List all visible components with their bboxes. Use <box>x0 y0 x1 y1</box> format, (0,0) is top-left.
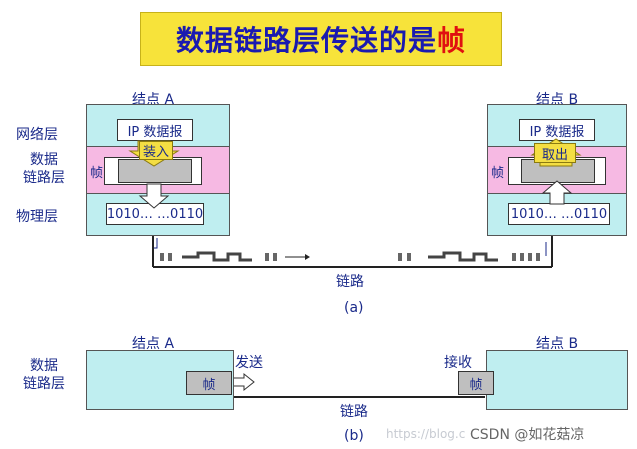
layer-label-network: 网络层 <box>16 127 58 143</box>
node-b-frame-label: 帧 <box>491 166 505 181</box>
send-label: 发送 <box>235 355 263 371</box>
layer-label-datalink: 数据 链路层 <box>16 151 72 187</box>
caption-a: (a) <box>344 300 364 316</box>
node-b-label-b: 结点 B <box>536 336 579 352</box>
node-a-b-frame: 帧 <box>186 371 232 395</box>
bit-stream-left <box>160 253 277 261</box>
up-arrow-icon <box>541 180 573 205</box>
title-banner: 数据链路层传送的是帧 <box>140 12 502 66</box>
watermark-url: https://blog.c <box>386 427 466 441</box>
layer-label-datalink-line2: 链路层 <box>23 170 65 186</box>
node-a-frame-label: 帧 <box>90 166 104 181</box>
layer-label-datalink-b: 数据 链路层 <box>16 357 72 393</box>
node-b-b <box>486 350 628 410</box>
layer-label-datalink-b-line2: 链路层 <box>23 376 65 392</box>
link-a-label: 链路 <box>336 274 364 290</box>
node-a-label-b: 结点 A <box>132 336 175 352</box>
bit-stream-right <box>398 253 540 261</box>
down-arrow-icon <box>138 183 170 209</box>
extract-label: 取出 <box>534 143 576 163</box>
node-b-bits: 1010… …0110 <box>508 203 610 225</box>
caption-b: (b) <box>344 428 364 444</box>
title-text: 数据链路层传送的是 <box>175 24 437 57</box>
node-a-bits: 1010… …0110 <box>106 203 204 225</box>
receive-label: 接收 <box>444 355 472 371</box>
watermark-author: CSDN @如花菇凉 <box>470 427 585 443</box>
node-b-b-frame: 帧 <box>458 371 494 395</box>
layer-label-physical: 物理层 <box>16 209 58 225</box>
node-a-frame-data <box>118 159 192 183</box>
link-b-label: 链路 <box>340 404 368 420</box>
send-arrow-icon <box>232 372 255 392</box>
encapsulate-label: 装入 <box>139 141 173 160</box>
layer-label-datalink-b-line1: 数据 <box>30 358 58 374</box>
node-b-ip-datagram: IP 数据报 <box>519 119 595 141</box>
layer-label-datalink-line1: 数据 <box>30 152 58 168</box>
node-a-ip-datagram: IP 数据报 <box>117 119 193 141</box>
title-highlight: 帧 <box>437 24 467 57</box>
